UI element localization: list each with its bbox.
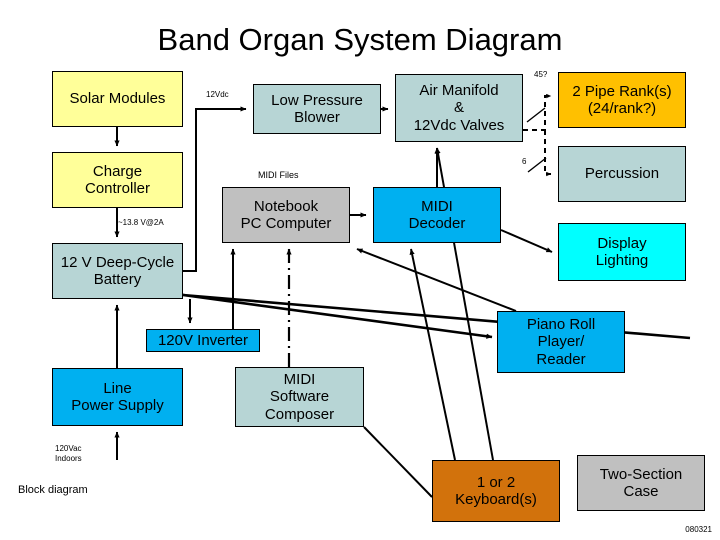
wire-manifold-branch-trunk [523,93,552,131]
wire-manifold-branch-percussion [544,130,552,177]
node-percussion[interactable]: Percussion [558,146,686,202]
node-pipe-ranks[interactable]: 2 Pipe Rank(s)(24/rank?) [558,72,686,128]
tick-percussion-count [527,157,547,173]
annotation-revision: 080321 [685,525,712,534]
wire-decoder-to-display [500,229,553,253]
annotation-battery-feed: ~13.8 V@2A [118,218,164,227]
annotation-12vdc: 12Vdc [206,90,229,99]
node-solar[interactable]: Solar Modules [52,71,183,127]
page-title: Band Organ System Diagram [157,22,563,57]
annotation-block-diagram: Block diagram [18,484,88,496]
node-air-manifold[interactable]: Air Manifold&12Vdc Valves [395,74,523,142]
node-percussion-label: Percussion [584,165,660,183]
node-air-manifold-label: Air Manifold&12Vdc Valves [413,82,505,134]
node-pipe-ranks-label: 2 Pipe Rank(s)(24/rank?) [572,82,672,117]
wire-keyboards-to-decoder [409,248,456,461]
node-inverter-label: 120V Inverter [157,331,249,349]
wire-composer-to-keyboards [363,426,433,498]
node-solar-label: Solar Modules [69,90,166,108]
tick-rank-count [526,107,546,123]
wire-pianoroll-to-notebook [356,248,517,312]
annotation-midi-files: MIDI Files [258,170,299,180]
annotation-percussion-count: 6 [522,157,527,166]
annotation-rank-count: 45? [534,70,548,79]
node-inverter[interactable]: 120V Inverter [146,329,260,352]
